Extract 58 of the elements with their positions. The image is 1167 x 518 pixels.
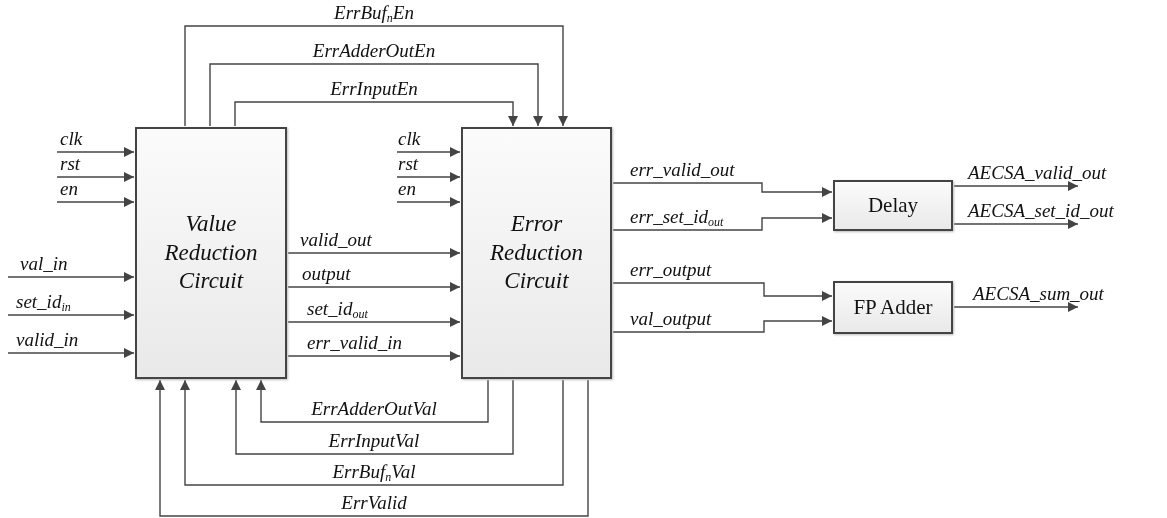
arrow: [396, 147, 461, 157]
arrow: [287, 351, 461, 361]
signal-label: err_set_id$_{out}$: [630, 207, 724, 227]
circuit-block: Delay: [833, 180, 953, 231]
arrow: [56, 147, 135, 157]
signal-label: ErrAdderOutVal: [311, 399, 437, 419]
signal-label: ErrBuf$_{n}$En: [334, 3, 414, 23]
arrow: [155, 379, 589, 517]
signal-label: valid_out: [300, 230, 372, 250]
arrow: [180, 379, 564, 486]
circuit-block: FP Adder: [833, 281, 953, 334]
signal-label: AECSA_set_id_out: [968, 201, 1114, 221]
arrow: [56, 197, 135, 207]
signal-label: rst: [60, 154, 81, 174]
arrow: [396, 197, 461, 207]
signal-label: en: [398, 179, 416, 199]
arrow: [184, 25, 568, 127]
arrow: [7, 348, 135, 358]
signal-label: err_valid_out: [630, 160, 735, 180]
signal-label: ErrInputVal: [328, 431, 420, 451]
arrow: [7, 310, 135, 320]
circuit-block: Value Reduction Circuit: [135, 127, 287, 379]
signal-label: AECSA_valid_out: [968, 163, 1107, 183]
signal-label: ErrBuf$_{n}$Val: [332, 462, 416, 482]
arrow: [287, 317, 461, 327]
arrow: [612, 282, 833, 301]
signal-label: set_id$_{in}$: [16, 292, 71, 312]
arrow: [396, 172, 461, 182]
arrow: [612, 316, 833, 333]
signal-label: ErrValid: [341, 493, 407, 513]
signal-label: output: [302, 264, 351, 284]
arrow: [56, 172, 135, 182]
arrow: [612, 213, 833, 231]
arrow: [953, 219, 1079, 229]
arrow: [287, 248, 461, 258]
arrow: [612, 182, 833, 197]
signal-label: clk: [60, 129, 83, 149]
signal-label: ErrAdderOutEn: [312, 41, 436, 61]
arrow: [953, 181, 1079, 191]
signal-label: set_id$_{out}$: [307, 299, 368, 319]
signal-label: clk: [398, 129, 421, 149]
signal-label: rst: [398, 154, 419, 174]
signal-label: en: [60, 179, 78, 199]
arrow: [234, 101, 518, 127]
signal-label: val_output: [630, 309, 712, 329]
circuit-block: Error Reduction Circuit: [461, 127, 612, 379]
signal-label: val_in: [20, 254, 68, 274]
arrow: [209, 63, 543, 127]
arrow: [231, 379, 514, 455]
signal-label: err_valid_in: [307, 333, 402, 353]
signal-label: AECSA_sum_out: [973, 284, 1104, 304]
signal-label: valid_in: [16, 330, 79, 350]
arrow: [287, 282, 461, 292]
arrow: [953, 302, 1079, 312]
arrow: [256, 379, 489, 423]
arrow: [7, 272, 135, 282]
signal-label: err_output: [630, 260, 712, 280]
signal-label: ErrInputEn: [330, 79, 418, 99]
